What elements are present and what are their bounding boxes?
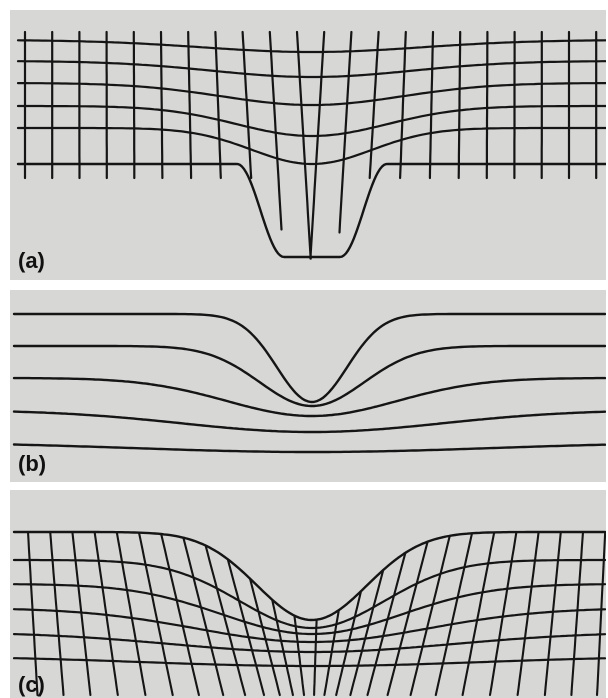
panel-c-label: (c) [18,672,45,697]
grid-a-vertical-line [457,30,462,180]
grid-a-vertical-line [159,30,164,180]
grid-a-vertical-line [368,30,380,180]
grid-a-vertical-line [295,30,312,260]
grid-c-vertical-line [248,577,281,697]
grid-c-vertical-line [313,618,318,697]
grid-c-vertical-line [543,530,562,697]
grid-c-vertical-line [516,530,540,697]
grid-c-vertical-line [349,569,385,697]
grid-c-vertical-line [26,530,39,697]
grid-c-horizontal-line [12,558,606,630]
grid-a-vertical-line [485,30,489,180]
panel-a-label: (a) [18,248,45,273]
grid-c-vertical-line [71,530,92,697]
grid-a-horizontal-line [16,60,606,79]
grid-c-vertical-line [386,540,429,697]
grid-c-vertical-line [271,598,294,697]
grid-c-vertical-line [323,609,340,697]
grid-c-horizontal-line [12,608,606,644]
grid-c-vertical-line [204,544,247,697]
panel-c-converging-grid: (c) [10,490,606,698]
grid-c-vertical-line [226,558,266,697]
grid-a-bottom-boundary [16,162,606,259]
grid-c-vertical-line [461,531,496,697]
panel-b-diagram [12,312,606,454]
grid-a-vertical-line [268,30,283,231]
layer-b-line [12,443,606,454]
grid-a-horizontal-line [16,39,606,54]
grid-c-horizontal-line [12,657,606,668]
grid-a-vertical-line [132,30,136,180]
grid-a-horizontal-line [16,126,606,166]
grid-a-horizontal-line [16,104,606,138]
grid-c-vertical-line [335,590,363,697]
panel-c-diagram [12,530,606,697]
grid-c-vertical-line [137,531,174,697]
grid-a-vertical-line [338,30,353,234]
grid-c-vertical-line [182,536,225,697]
grid-c-vertical-line [595,530,606,697]
layer-b-line [12,312,606,404]
grid-c-vertical-line [409,534,451,697]
grid-a-vertical-line [428,30,435,180]
panel-b-layer-lines: (b) [10,290,606,482]
grid-c-vertical-line [570,530,585,697]
grid-a-vertical-line [187,30,193,180]
grid-c-vertical-line [366,551,407,697]
layer-b-line [12,376,606,418]
grid-a-vertical-line [309,30,326,260]
panel-b-label: (b) [18,451,47,476]
grid-c-vertical-line [293,614,306,697]
grid-c-vertical-line [160,533,200,697]
grid-a-horizontal-line [16,81,606,107]
grid-c-vertical-line [488,531,518,697]
grid-c-vertical-line [115,531,147,697]
panel-a-deformed-grid: (a) [10,10,606,280]
layer-b-line [12,344,606,408]
grid-c-vertical-line [434,532,474,697]
grid-c-vertical-line [93,530,119,697]
grid-c-vertical-line [49,530,65,697]
grid-c-horizontal-line [12,633,606,654]
layer-b-line [12,410,606,434]
grid-a-vertical-line [399,30,407,180]
grid-c-horizontal-line [12,530,606,622]
grid-a-vertical-line [214,30,222,180]
grid-a-vertical-line [241,30,253,180]
panel-a-diagram [16,30,606,260]
